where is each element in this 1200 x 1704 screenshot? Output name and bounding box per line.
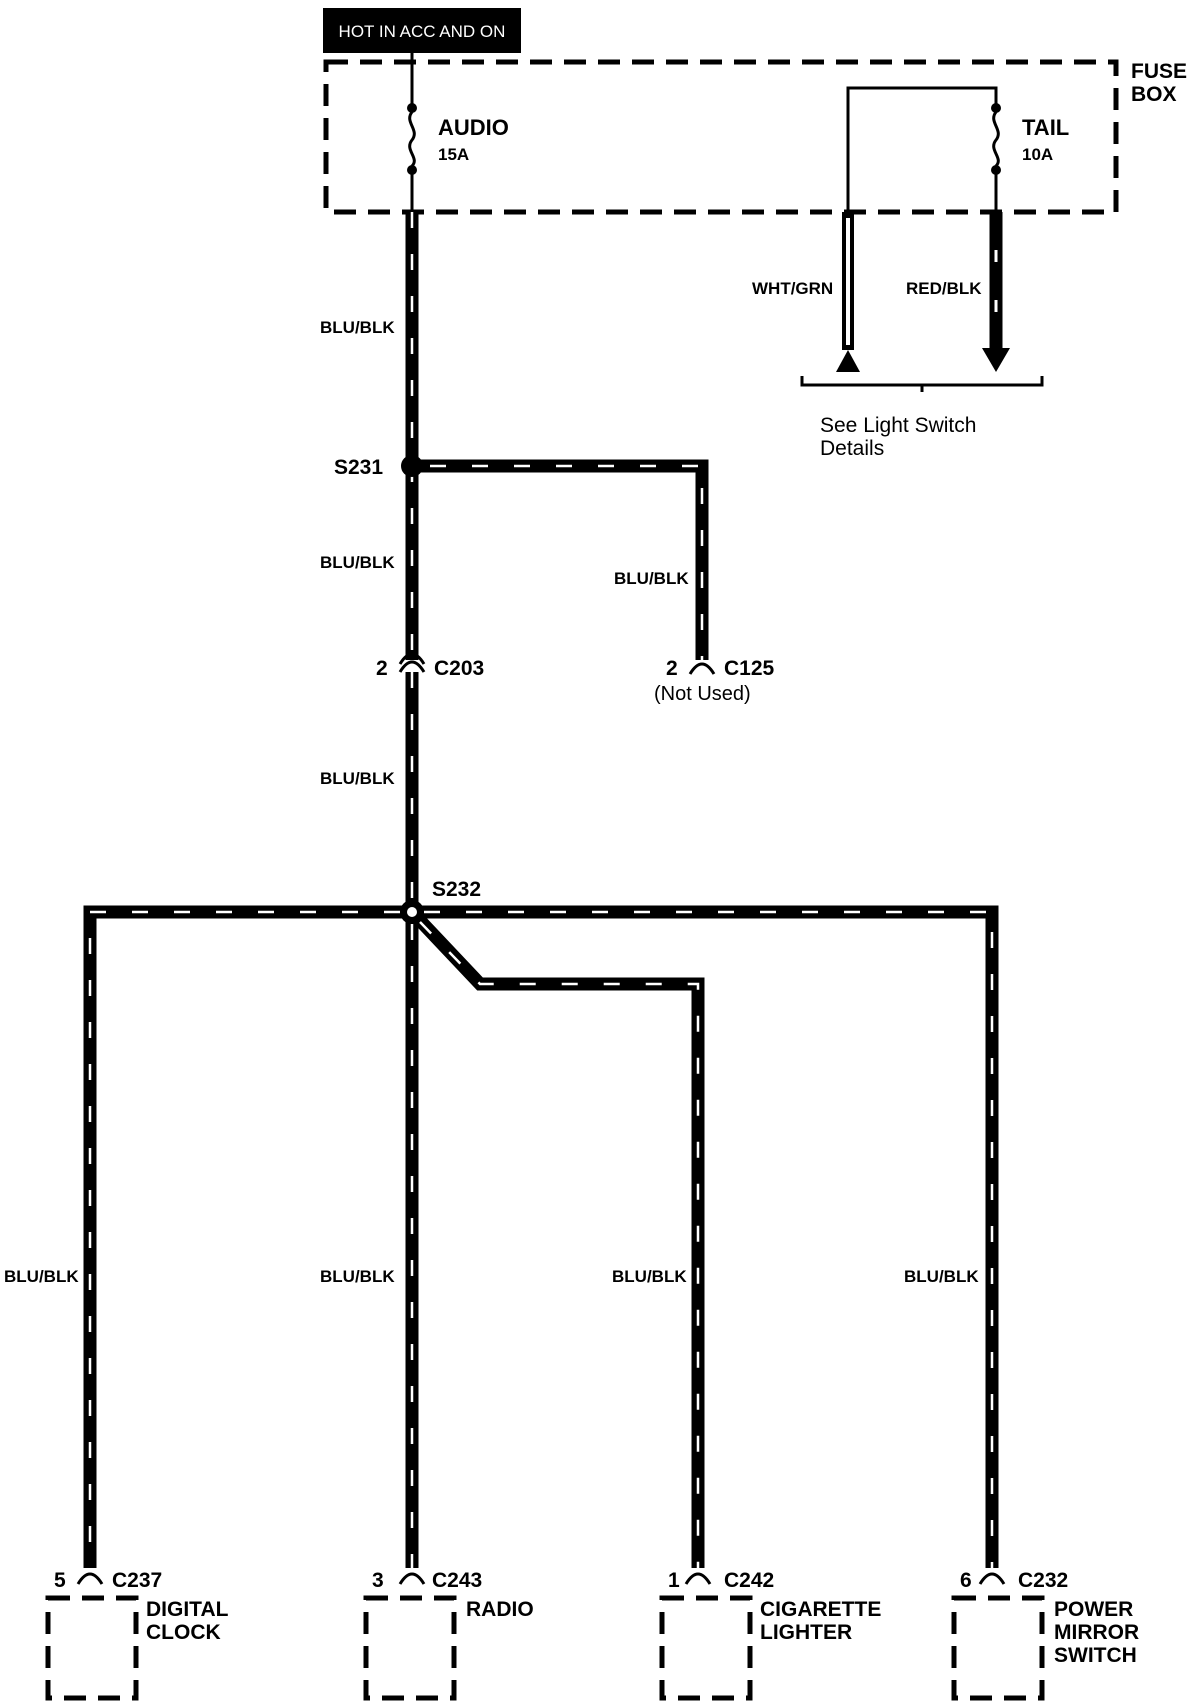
lighter-pin: 1: [668, 1569, 680, 1592]
s231-branch-wire: [412, 459, 709, 660]
clock-name-1: DIGITAL: [146, 1598, 229, 1621]
light-switch-bracket: [800, 376, 1044, 392]
wire-label-c125: BLU/BLK: [614, 569, 689, 588]
red-blk-label: RED/BLK: [906, 279, 982, 298]
s231-label: S231: [334, 456, 383, 479]
mirror-name-1: POWER: [1054, 1598, 1133, 1621]
c125-connector: [688, 662, 716, 675]
c203-connector: [398, 652, 426, 673]
power-source-label: HOT IN ACC AND ON: [323, 8, 521, 53]
wht-grn-label: WHT/GRN: [752, 279, 833, 298]
clock-connector: C237: [112, 1569, 162, 1592]
s232-label: S232: [432, 878, 481, 901]
red-blk-wire: [982, 212, 1010, 372]
wht-grn-wire: [836, 212, 860, 372]
wire-label-radio: BLU/BLK: [320, 1267, 395, 1286]
clock-pin: 5: [54, 1569, 66, 1592]
component-cigarette-lighter: [659, 1572, 753, 1701]
component-radio: [363, 1572, 457, 1701]
tail-fuse: [846, 86, 1001, 214]
component-power-mirror-switch: [951, 1572, 1045, 1701]
c203-name: C203: [434, 657, 484, 680]
audio-fuse-name: AUDIO: [438, 115, 509, 140]
radio-pin: 3: [372, 1569, 384, 1592]
mirror-pin: 6: [960, 1569, 972, 1592]
c125-pin: 2: [666, 657, 678, 680]
light-switch-ref-line1: See Light Switch: [820, 414, 976, 437]
audio-fuse: [407, 53, 417, 214]
wire-label-mirror: BLU/BLK: [904, 1267, 979, 1286]
wire-label-1: BLU/BLK: [320, 318, 395, 337]
tail-fuse-rating: 10A: [1022, 145, 1053, 164]
fuse-box-outline: [323, 59, 1119, 215]
c203-pin: 2: [376, 657, 388, 680]
fuse-box-label-1: FUSE: [1131, 60, 1187, 83]
radio-connector: C243: [432, 1569, 482, 1592]
wire-label-lighter: BLU/BLK: [612, 1267, 687, 1286]
mirror-connector: C232: [1018, 1569, 1068, 1592]
mirror-name-3: SWITCH: [1054, 1644, 1137, 1667]
radio-name: RADIO: [466, 1598, 534, 1621]
c125-note: (Not Used): [654, 683, 751, 705]
component-digital-clock: [45, 1572, 139, 1701]
s232-distribution-wires: [83, 905, 999, 1568]
wire-label-2: BLU/BLK: [320, 553, 395, 572]
tail-fuse-name: TAIL: [1022, 115, 1069, 140]
wire-label-clock: BLU/BLK: [4, 1267, 79, 1286]
wire-label-3: BLU/BLK: [320, 769, 395, 788]
mirror-name-2: MIRROR: [1054, 1621, 1139, 1644]
fuse-box-label-2: BOX: [1131, 83, 1177, 106]
clock-name-2: CLOCK: [146, 1621, 221, 1644]
lighter-name-2: LIGHTER: [760, 1621, 852, 1644]
c125-name: C125: [724, 657, 775, 680]
s231-splice: [401, 455, 423, 477]
lighter-name-1: CIGARETTE: [760, 1598, 881, 1621]
power-source-text: HOT IN ACC AND ON: [339, 22, 506, 41]
lighter-connector: C242: [724, 1569, 774, 1592]
audio-fuse-rating: 15A: [438, 145, 469, 164]
light-switch-ref-line2: Details: [820, 437, 884, 460]
